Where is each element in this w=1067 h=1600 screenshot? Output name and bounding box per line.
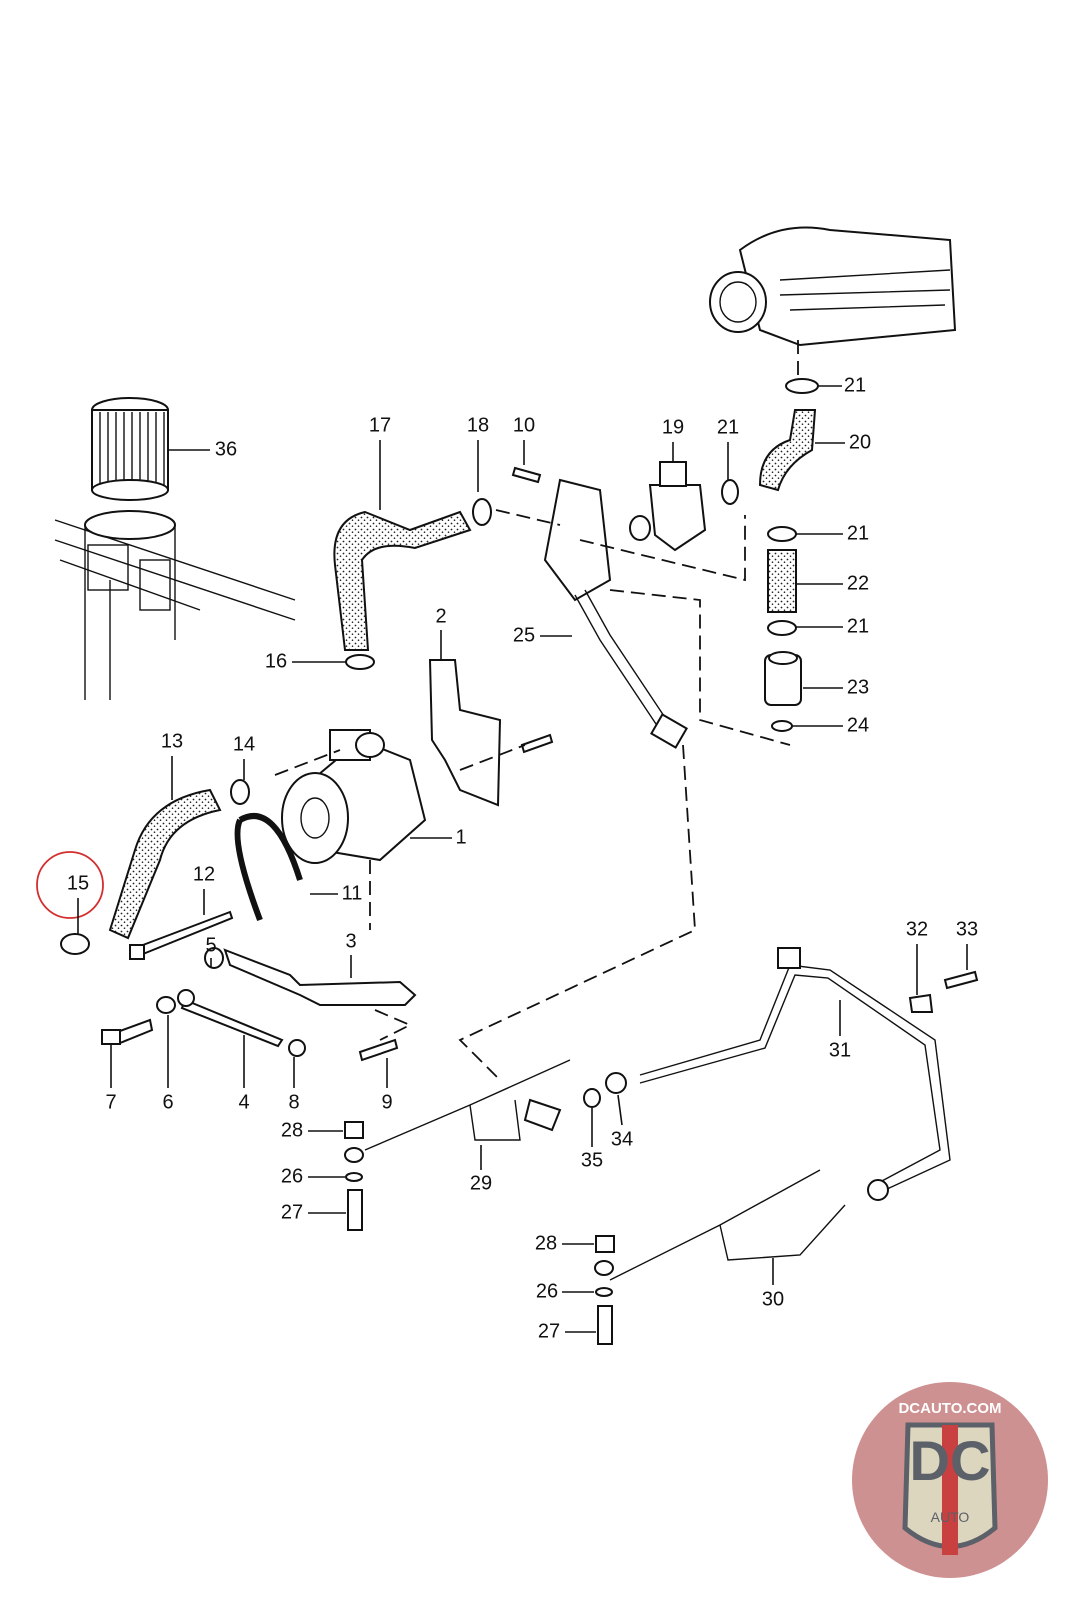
callout-label: 15 bbox=[67, 872, 89, 894]
callout-label: 19 bbox=[662, 416, 684, 438]
connection-lines bbox=[274, 340, 799, 1081]
callout-label: 31 bbox=[829, 1039, 851, 1061]
callout-label: 9 bbox=[381, 1091, 392, 1113]
logo-auto: AUTO bbox=[931, 1509, 970, 1525]
callout-label: 21 bbox=[847, 615, 869, 637]
callout-label: 21 bbox=[847, 522, 869, 544]
bracket-and-pipe-25 bbox=[543, 478, 688, 749]
highlight-circle-15 bbox=[36, 851, 104, 919]
hose-20 bbox=[758, 409, 817, 492]
callout-label: 14 bbox=[233, 733, 255, 755]
callout-label: 26 bbox=[281, 1165, 303, 1187]
callout-label: 5 bbox=[205, 934, 216, 956]
callout-label: 27 bbox=[281, 1201, 303, 1223]
logo-dc: DC bbox=[910, 1429, 991, 1492]
drive-belt bbox=[234, 813, 303, 922]
callout-label: 27 bbox=[538, 1320, 560, 1342]
hose-13 bbox=[108, 788, 222, 940]
callout-label: 34 bbox=[611, 1128, 633, 1150]
callout-label: 26 bbox=[536, 1280, 558, 1302]
leader-line bbox=[617, 1094, 623, 1126]
callout-label: 35 bbox=[581, 1149, 603, 1171]
callout-label: 10 bbox=[513, 414, 535, 436]
banjo-fittings bbox=[344, 1121, 615, 1345]
lines-29-30-31 bbox=[364, 947, 951, 1281]
callout-label: 24 bbox=[847, 714, 869, 736]
callout-label: 21 bbox=[717, 416, 739, 438]
callout-label: 22 bbox=[847, 572, 869, 594]
callout-label: 33 bbox=[956, 918, 978, 940]
callout-label: 20 bbox=[849, 431, 871, 453]
bracket-2 bbox=[428, 659, 502, 807]
callout-label: 13 bbox=[161, 730, 183, 752]
engine-housing bbox=[54, 510, 296, 700]
callout-label: 1 bbox=[455, 826, 466, 848]
callout-label: 32 bbox=[906, 918, 928, 940]
bolts bbox=[101, 466, 979, 1062]
hose-17 bbox=[333, 510, 472, 651]
callout-label: 29 bbox=[470, 1172, 492, 1194]
callout-label: 11 bbox=[342, 882, 363, 904]
hose-22 bbox=[767, 549, 797, 613]
valve-19 bbox=[629, 461, 707, 552]
callout-label: 3 bbox=[345, 930, 356, 952]
callout-label: 4 bbox=[238, 1091, 249, 1113]
callout-label: 18 bbox=[467, 414, 489, 436]
valve-23 bbox=[764, 651, 802, 706]
callout-label: 17 bbox=[369, 414, 391, 436]
callout-label: 30 bbox=[762, 1288, 784, 1310]
air-pump bbox=[281, 729, 427, 864]
callout-label: 16 bbox=[265, 650, 287, 672]
intake-manifold bbox=[709, 226, 957, 347]
callout-label: 21 bbox=[844, 374, 866, 396]
callout-label: 8 bbox=[288, 1091, 299, 1113]
callout-label: 36 bbox=[215, 438, 237, 460]
air-filter bbox=[91, 397, 169, 501]
callout-label: 7 bbox=[105, 1091, 116, 1113]
dcauto-logo: DCAUTO.COM DC AUTO bbox=[852, 1382, 1048, 1578]
callout-label: 6 bbox=[162, 1091, 173, 1113]
callout-label: 28 bbox=[281, 1119, 303, 1141]
callout-label: 25 bbox=[513, 624, 535, 646]
callout-label: 2 bbox=[435, 605, 446, 627]
callout-label: 28 bbox=[535, 1232, 557, 1254]
callout-label: 23 bbox=[847, 676, 869, 698]
logo-url: DCAUTO.COM bbox=[898, 1400, 1001, 1417]
clamps bbox=[60, 378, 819, 955]
bracket-3 bbox=[223, 948, 417, 1006]
callout-label: 12 bbox=[193, 863, 215, 885]
